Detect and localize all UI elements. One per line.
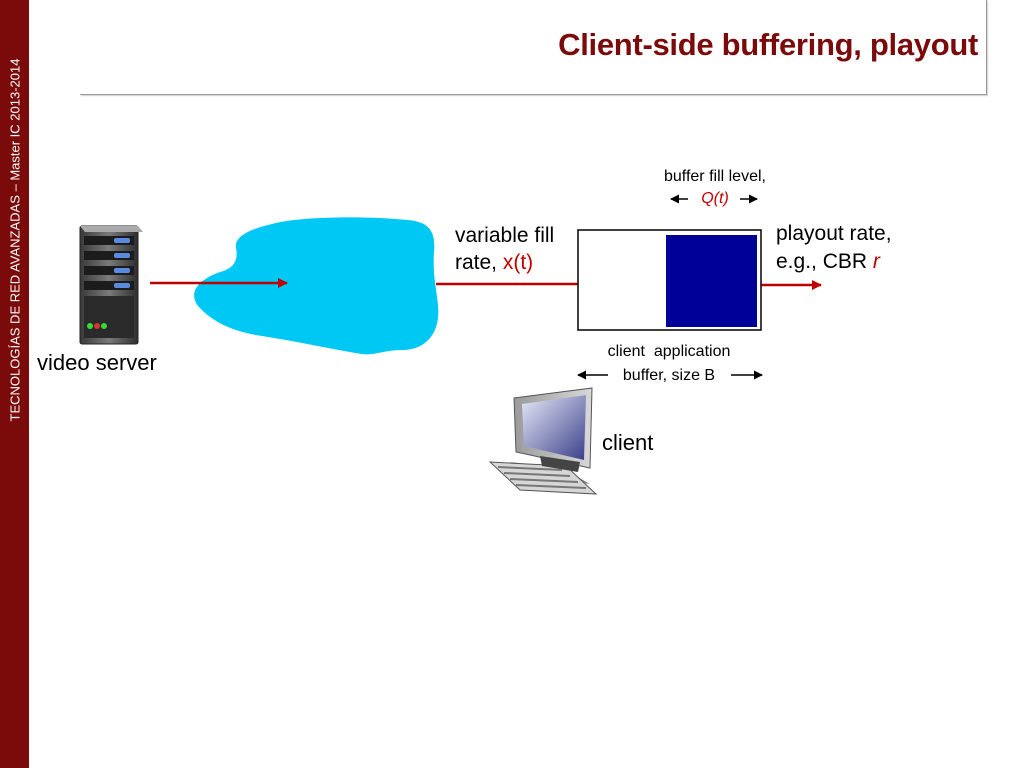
q-variable: Q(t) — [701, 190, 729, 207]
slide-title: Client-side buffering, playout — [558, 27, 978, 62]
sidebar: TECNOLOGÍAS DE RED AVANZADAS – Master IC… — [0, 0, 29, 768]
playout-line1: playout rate, — [776, 222, 892, 245]
client-buffer — [577, 229, 762, 331]
playout-rate-label: playout rate, e.g., CBR r — [776, 220, 892, 276]
playout-prefix: e.g., CBR — [776, 250, 873, 273]
fill-rate-label: variable fill rate, x(t) — [455, 222, 554, 276]
title-frame — [80, 0, 987, 95]
client-app-line1: client application — [607, 343, 731, 360]
network-cloud-icon — [194, 217, 439, 355]
video-server-label: video server — [37, 350, 157, 375]
client-label: client — [602, 430, 654, 455]
client-app-line2: buffer, size B — [622, 367, 716, 384]
buffer-fill-level-text: buffer fill level, — [664, 168, 766, 185]
playout-variable: r — [872, 250, 880, 273]
playout-line2: e.g., CBR r — [776, 248, 892, 276]
desktop-computer-icon — [488, 387, 598, 495]
fill-rate-prefix: rate, — [455, 251, 503, 274]
fill-rate-variable: x(t) — [502, 251, 534, 274]
server-icon — [79, 225, 143, 345]
client-app-buffer-label: client application buffer, size B — [579, 340, 759, 388]
buffer-fill-level-label: buffer fill level, Q(t) — [640, 166, 790, 210]
fill-rate-line1: variable fill — [455, 224, 555, 247]
fill-rate-line2: rate, x(t) — [455, 249, 554, 276]
buffer-fill-level — [666, 235, 757, 327]
